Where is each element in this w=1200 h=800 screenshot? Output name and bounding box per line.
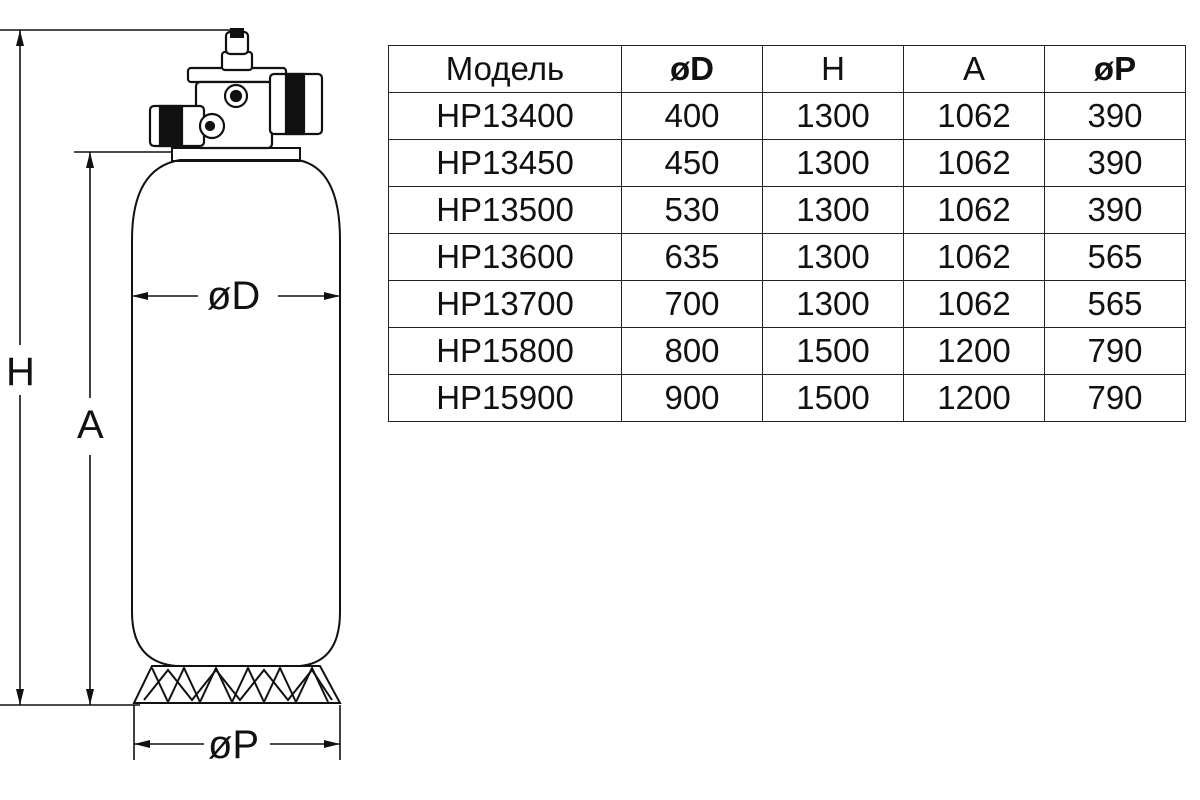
tank-body — [131, 159, 341, 667]
cell-height: 1500 — [762, 327, 904, 375]
header-height: H — [762, 45, 904, 93]
cell-a: 1062 — [903, 92, 1045, 140]
cell-diameter: 635 — [621, 233, 763, 281]
cell-diameter: 900 — [621, 374, 763, 422]
diameter-label: øD — [207, 274, 260, 318]
filter-tank-diagram: H A øD — [0, 28, 342, 767]
cell-diameter: 700 — [621, 280, 763, 328]
height-dimension — [0, 29, 244, 706]
cell-model: HP13600 — [388, 233, 622, 281]
base-label: øP — [208, 723, 259, 767]
cell-a: 1062 — [903, 186, 1045, 234]
cell-a: 1062 — [903, 233, 1045, 281]
cell-height: 1300 — [762, 92, 904, 140]
cell-diameter: 450 — [621, 139, 763, 187]
base-dimension — [133, 705, 341, 760]
valve-handle-icon — [230, 28, 244, 38]
cell-model: HP13450 — [388, 139, 622, 187]
cell-base-diameter: 390 — [1044, 139, 1186, 187]
cell-base-diameter: 390 — [1044, 92, 1186, 140]
header-model: Модель — [388, 45, 622, 93]
cell-model: HP13700 — [388, 280, 622, 328]
a-label: A — [77, 403, 104, 447]
header-a: A — [903, 45, 1045, 93]
cell-height: 1300 — [762, 280, 904, 328]
header-diameter: øD — [621, 45, 763, 93]
cell-base-diameter: 790 — [1044, 327, 1186, 375]
cell-base-diameter: 790 — [1044, 374, 1186, 422]
cell-model: HP15900 — [388, 374, 622, 422]
header-base-diameter: øP — [1044, 45, 1186, 93]
cell-diameter: 400 — [621, 92, 763, 140]
cell-a: 1062 — [903, 139, 1045, 187]
a-dimension — [74, 151, 172, 705]
cell-model: HP13400 — [388, 92, 622, 140]
cell-a: 1062 — [903, 280, 1045, 328]
height-label: H — [6, 350, 35, 394]
cell-base-diameter: 390 — [1044, 186, 1186, 234]
cell-model: HP15800 — [388, 327, 622, 375]
cell-height: 1300 — [762, 233, 904, 281]
cell-diameter: 800 — [621, 327, 763, 375]
tank-base — [132, 665, 342, 705]
cell-height: 1300 — [762, 186, 904, 234]
multiport-valve — [148, 30, 324, 150]
cell-model: HP13500 — [388, 186, 622, 234]
table-header-row: Модель øD H A øP — [388, 45, 1186, 93]
cell-base-diameter: 565 — [1044, 233, 1186, 281]
cell-base-diameter: 565 — [1044, 280, 1186, 328]
cell-height: 1300 — [762, 139, 904, 187]
cell-diameter: 530 — [621, 186, 763, 234]
cell-height: 1500 — [762, 374, 904, 422]
cell-a: 1200 — [903, 374, 1045, 422]
diameter-dimension — [132, 292, 340, 300]
cell-a: 1200 — [903, 327, 1045, 375]
